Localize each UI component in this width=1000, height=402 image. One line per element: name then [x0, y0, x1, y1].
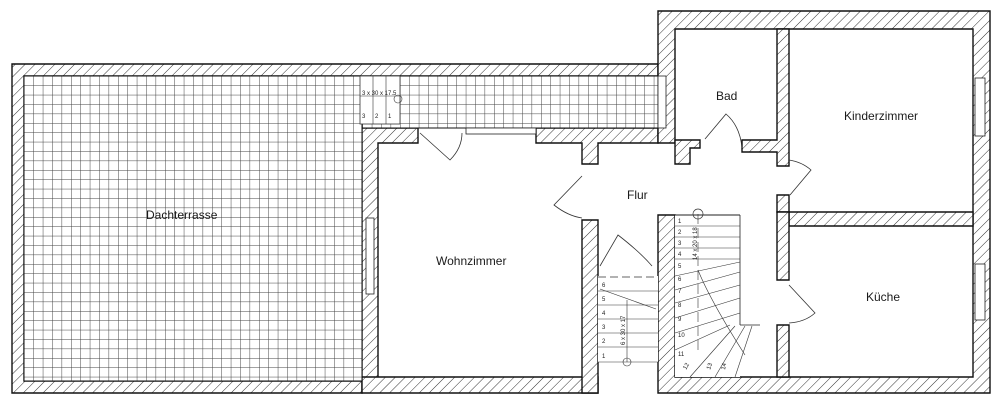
- room-label-dachterrasse: Dachterrasse: [146, 208, 218, 222]
- stair-terrace-step: 1: [388, 114, 392, 120]
- stair-left-step: 2: [602, 339, 606, 345]
- stair-terrace: 3 x 30 x 17.5 1 2 3: [359, 75, 403, 125]
- door-bad: [704, 113, 743, 149]
- room-label-kueche: Küche: [866, 290, 900, 304]
- room-label-flur: Flur: [627, 188, 648, 202]
- stair-right-step: 7: [678, 289, 682, 295]
- wall-bad-bottom: [674, 139, 701, 165]
- door-kinderzimmer: [788, 159, 812, 196]
- stair-right-dimension: 14 x 20 x 18: [693, 227, 699, 260]
- stair-right-step: 2: [678, 230, 682, 236]
- stair-right-step: 13: [706, 362, 714, 371]
- window-terrace-strip: [657, 75, 667, 129]
- stair-right-step: 14: [721, 362, 728, 370]
- stair-left-step: 3: [602, 325, 606, 331]
- wall-flur-right-upper: [776, 194, 790, 213]
- door-wohnzimmer-flur: [553, 175, 583, 219]
- room-label-wohnzimmer: Wohnzimmer: [436, 254, 506, 268]
- window-wohnzimmer-left: [365, 217, 375, 295]
- room-label-kinderzimmer: Kinderzimmer: [844, 109, 918, 123]
- doors: [419, 113, 816, 324]
- stair-terrace-step: 3: [362, 114, 366, 120]
- stair-terrace-dimension: 3 x 30 x 17.5: [362, 91, 397, 97]
- wall-wohnzimmer-top-right: [535, 127, 659, 165]
- stair-right-step: 3: [678, 241, 682, 247]
- windows: [365, 75, 986, 321]
- wall-kinder-kueche: [788, 211, 974, 227]
- door-wohnzimmer-terrace: [419, 132, 463, 161]
- wall-wohnzimmer-right: [581, 219, 599, 394]
- terrace-tiles: [23, 75, 363, 382]
- wall-flur-right-lower: [776, 324, 790, 378]
- stair-left-step: 6: [602, 283, 606, 289]
- wall-flur-right-mid: [776, 211, 790, 281]
- stair-left-dimension: 6 x 30 x 17: [621, 315, 627, 345]
- stair-left: 1 2 3 4 5 6 6 x 30 x 17: [598, 276, 658, 367]
- window-wohnzimmer-top: [465, 127, 537, 135]
- stair-right-step: 4: [678, 252, 682, 258]
- wall-wohnzimmer-bottom: [361, 376, 599, 394]
- stair-right-step: 6: [678, 277, 682, 283]
- stair-left-step: 1: [602, 354, 606, 360]
- window-kueche: [974, 263, 986, 321]
- stair-right-step: 9: [678, 317, 682, 323]
- stair-right-step: 8: [678, 303, 682, 309]
- stair-left-step: 5: [602, 297, 606, 303]
- window-kinderzimmer: [974, 77, 986, 137]
- walls: [11, 10, 991, 394]
- wall-bad-right: [741, 28, 790, 167]
- stair-terrace-step: 2: [375, 114, 379, 120]
- door-kueche: [788, 284, 816, 324]
- stair-right-step: 12: [683, 362, 692, 371]
- stair-right-step: 1: [678, 219, 682, 225]
- terrace-strip-tiles: [361, 75, 659, 129]
- stair-right-step: 5: [678, 264, 682, 270]
- stair-right-step: 11: [678, 352, 685, 358]
- door-stair-left: [599, 234, 653, 267]
- stair-right: 1 2 3 4 5 6 7 8 9 10 11 12 13 14 14 x 20…: [674, 208, 760, 378]
- room-labels: Dachterrasse Wohnzimmer Flur Bad Kinderz…: [146, 89, 918, 304]
- stair-right-step: 10: [678, 333, 685, 339]
- stair-left-step: 4: [602, 311, 606, 317]
- room-label-bad: Bad: [716, 89, 737, 103]
